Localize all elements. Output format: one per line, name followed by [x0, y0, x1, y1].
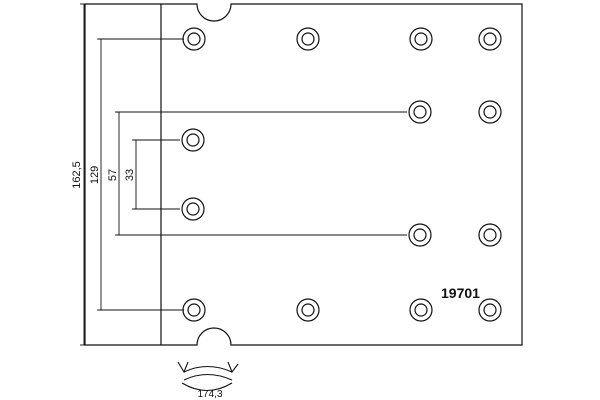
rivet-hole: [181, 197, 205, 221]
rivet-hole: [409, 298, 433, 322]
outer-span-label: 129: [89, 166, 101, 184]
rivet-hole: [182, 27, 206, 51]
arc-dimension-icon: [177, 361, 239, 392]
rivet-hole: [408, 100, 432, 124]
rivet-hole: [182, 298, 206, 322]
rivet-holes: [181, 27, 502, 322]
middle-span-label: 57: [107, 169, 119, 181]
dimension-ticks: [80, 3, 140, 346]
overall-height-label: 162,5: [71, 161, 83, 189]
arc-length-label: 174,3: [197, 389, 222, 400]
rivet-hole: [478, 298, 502, 322]
rivet-hole: [296, 298, 320, 322]
rivet-hole: [478, 27, 502, 51]
inner-span-label: 33: [124, 169, 136, 181]
lining-outline: [84, 3, 523, 346]
rivet-hole: [478, 100, 502, 124]
rivet-hole: [478, 223, 502, 247]
rivet-hole: [296, 27, 320, 51]
part-number-label: 19701: [441, 285, 480, 301]
extension-lines: [98, 38, 407, 311]
rivet-hole: [408, 223, 432, 247]
dimension-lines: [83, 4, 137, 345]
rivet-hole: [181, 128, 205, 152]
rivet-hole: [409, 27, 433, 51]
